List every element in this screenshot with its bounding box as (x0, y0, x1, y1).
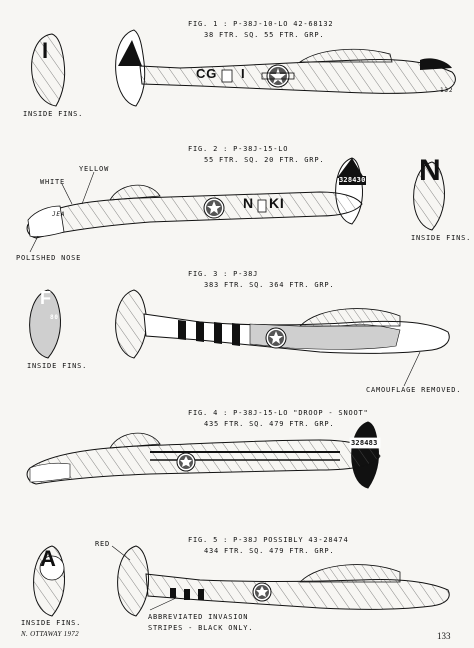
fig2-note-white: WHITE (40, 178, 66, 186)
fig1-fin-letter: I (42, 38, 49, 63)
fig1-aircraft (115, 29, 456, 107)
fig5-aircraft (111, 545, 450, 617)
fig2-note-polished-nose: POLISHED NOSE (16, 254, 82, 262)
fig2-fin-letter: N (419, 154, 442, 187)
fig3-fin-letter: F (40, 288, 52, 308)
fig2-aircraft (26, 157, 364, 253)
fig5-unit: 434 FTR. SQ. 479 FTR. GRP. (204, 547, 335, 555)
fig2-fin-inside (413, 161, 445, 231)
page-number: 133 (437, 631, 451, 641)
fig5-note-invasion-stripes-1: ABBREVIATED INVASION (148, 613, 249, 621)
fig3-fin-inside (29, 289, 61, 359)
fig2-fuselage-code-left: N (243, 195, 254, 211)
fig4-aircraft (26, 421, 381, 489)
fig1-fin-triangle (118, 40, 142, 66)
fig1-note-inside-fins: INSIDE FINS. (23, 110, 84, 118)
fig2-unit: 55 FTR. SQ. 20 FTR. GRP. (204, 156, 325, 164)
fig1-tail-serial: 132 (440, 87, 454, 94)
fig2-note-yellow: YELLOW (79, 165, 110, 173)
fig3-note-inside-fins: INSIDE FINS. (27, 362, 88, 370)
fig3-aircraft (115, 289, 450, 387)
fig3-note-camouflage-removed: CAMOUFLAGE REMOVED. (366, 386, 462, 394)
fig1-fuselage-code: CG (196, 66, 218, 81)
fig5-note-inside-fins: INSIDE FINS. (21, 619, 82, 627)
fig3-fin-code: 80 (50, 314, 59, 321)
fig5-note-red: RED (95, 540, 111, 548)
fig5-label: FIG. 5 : P-38J POSSIBLY 43-28474 (188, 536, 349, 544)
fig3-unit: 383 FTR. SQ. 364 FTR. GRP. (204, 281, 335, 289)
fig3-label: FIG. 3 : P-38J (188, 270, 259, 278)
fig1-fin-inside (31, 33, 66, 107)
fig1-fuselage-letter: I (241, 66, 246, 81)
fig2-label: FIG. 2 : P-38J-15-LO (188, 145, 289, 153)
fig4-label: FIG. 4 : P-38J-15-LO "DROOP - SNOOT" (188, 409, 369, 417)
artist-signature: N. OTTAWAY 1972 (21, 630, 79, 638)
fig2-fuselage-code-right: KI (269, 195, 285, 211)
fig4-unit: 435 FTR. SQ. 479 FTR. GRP. (204, 420, 335, 428)
fig2-fin-serial: 328430 (339, 176, 366, 185)
fig1-unit: 38 FTR. SQ. 55 FTR. GRP. (204, 31, 325, 39)
fig5-fin-letter: A (40, 546, 57, 571)
fig5-fin-inside (33, 545, 65, 617)
fig5-note-invasion-stripes-2: STRIPES - BLACK ONLY. (148, 624, 254, 632)
fig2-note-inside-fins: INSIDE FINS. (411, 234, 472, 242)
fig4-fin-serial: 328483 (351, 439, 378, 447)
fig2-nose-name: JEA (52, 211, 66, 218)
fig1-label: FIG. 1 : P-38J-10-LO 42-68132 (188, 20, 334, 28)
